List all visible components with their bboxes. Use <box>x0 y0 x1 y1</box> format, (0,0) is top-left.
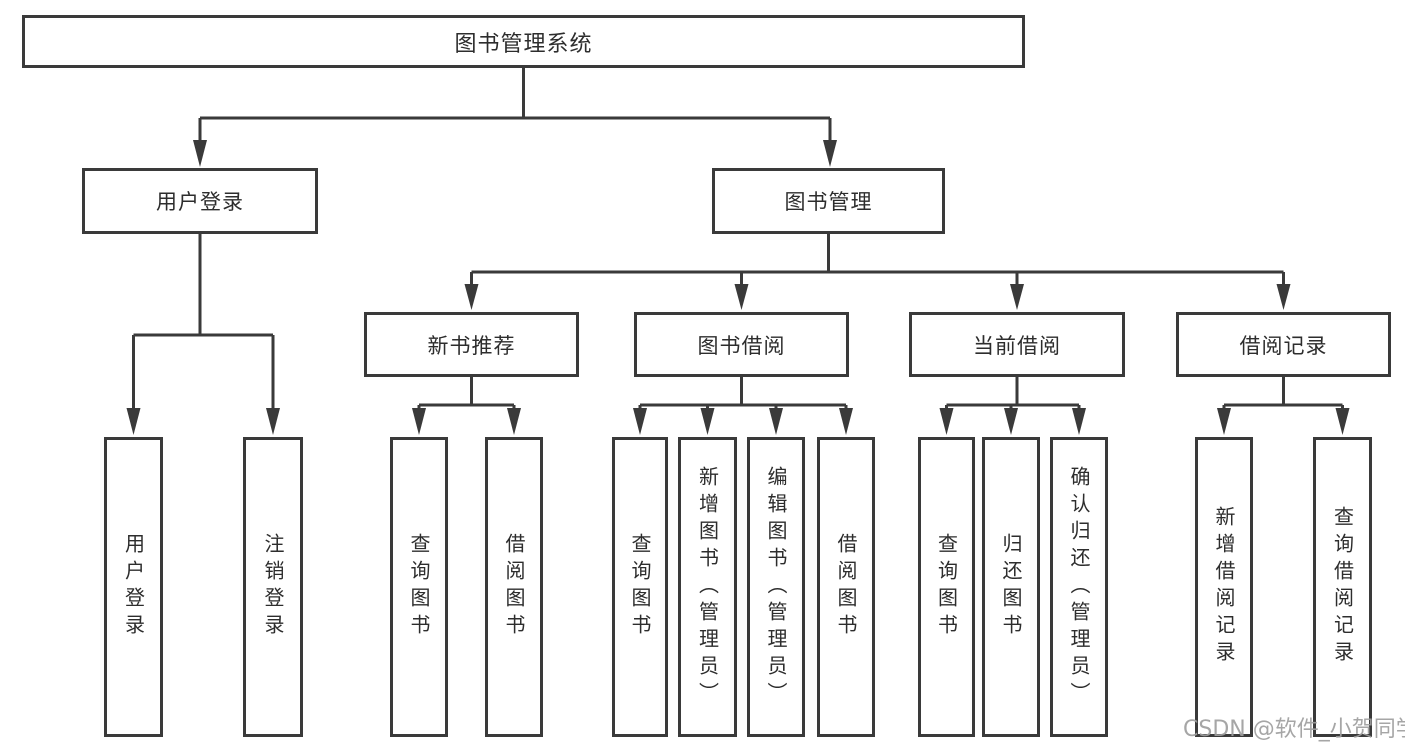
leaf-label: 用户登录 <box>121 533 146 641</box>
node-new-book-recommendation: 新书推荐 <box>364 312 579 377</box>
leaf-label: 查询图书 <box>407 533 431 641</box>
leaf-label: 查询借阅记录 <box>1330 506 1355 668</box>
leaf-label: 借阅图书 <box>834 533 858 641</box>
node-return-books: 归还图书 <box>982 437 1040 737</box>
node-add-books-admin: 新增图书（管理员） <box>678 437 737 737</box>
leaf-label: 查询图书 <box>934 533 959 641</box>
leaf-label: 注销登录 <box>261 533 285 641</box>
node-query-books-recommend: 查询图书 <box>390 437 448 737</box>
node-query-borrow-record: 查询借阅记录 <box>1313 437 1372 737</box>
leaf-label: 查询图书 <box>628 533 652 641</box>
connector-root-to-level2 <box>193 68 837 167</box>
leaf-label: 归还图书 <box>999 533 1023 641</box>
connector-book-borrowing-to-children <box>633 377 853 435</box>
node-add-borrow-record: 新增借阅记录 <box>1195 437 1253 737</box>
connector-current-borrowing-to-children <box>939 377 1086 435</box>
leaf-label: 借阅图书 <box>502 533 526 641</box>
node-confirm-return-admin: 确认归还（管理员） <box>1050 437 1108 737</box>
leaf-label: 编辑图书（管理员） <box>764 465 788 709</box>
node-logout: 注销登录 <box>243 437 303 737</box>
node-user-login-leaf: 用户登录 <box>104 437 163 737</box>
leaf-label: 确认归还（管理员） <box>1067 465 1091 709</box>
node-user-login-branch: 用户登录 <box>82 168 318 234</box>
leaf-label: 新增借阅记录 <box>1212 506 1236 668</box>
node-library-management-system: 图书管理系统 <box>22 15 1025 68</box>
node-book-borrowing: 图书借阅 <box>634 312 849 377</box>
leaf-label: 新增图书（管理员） <box>695 465 720 709</box>
connector-user-login-to-children <box>126 232 280 435</box>
node-query-books-current: 查询图书 <box>918 437 975 737</box>
node-book-management: 图书管理 <box>712 168 945 234</box>
node-current-borrowing: 当前借阅 <box>909 312 1125 377</box>
connector-borrowing-records-to-children <box>1217 377 1350 435</box>
node-query-books-borrowing: 查询图书 <box>612 437 668 737</box>
connector-book-management-to-level3 <box>464 232 1291 310</box>
node-borrowing-records: 借阅记录 <box>1176 312 1391 377</box>
node-edit-books-admin: 编辑图书（管理员） <box>747 437 805 737</box>
connector-new-book-recommendation-to-children <box>412 377 521 435</box>
node-borrow-books-borrowing: 借阅图书 <box>817 437 875 737</box>
node-borrow-books-recommend: 借阅图书 <box>485 437 543 737</box>
watermark: CSDN @软件_小贺同学 <box>1183 717 1405 742</box>
